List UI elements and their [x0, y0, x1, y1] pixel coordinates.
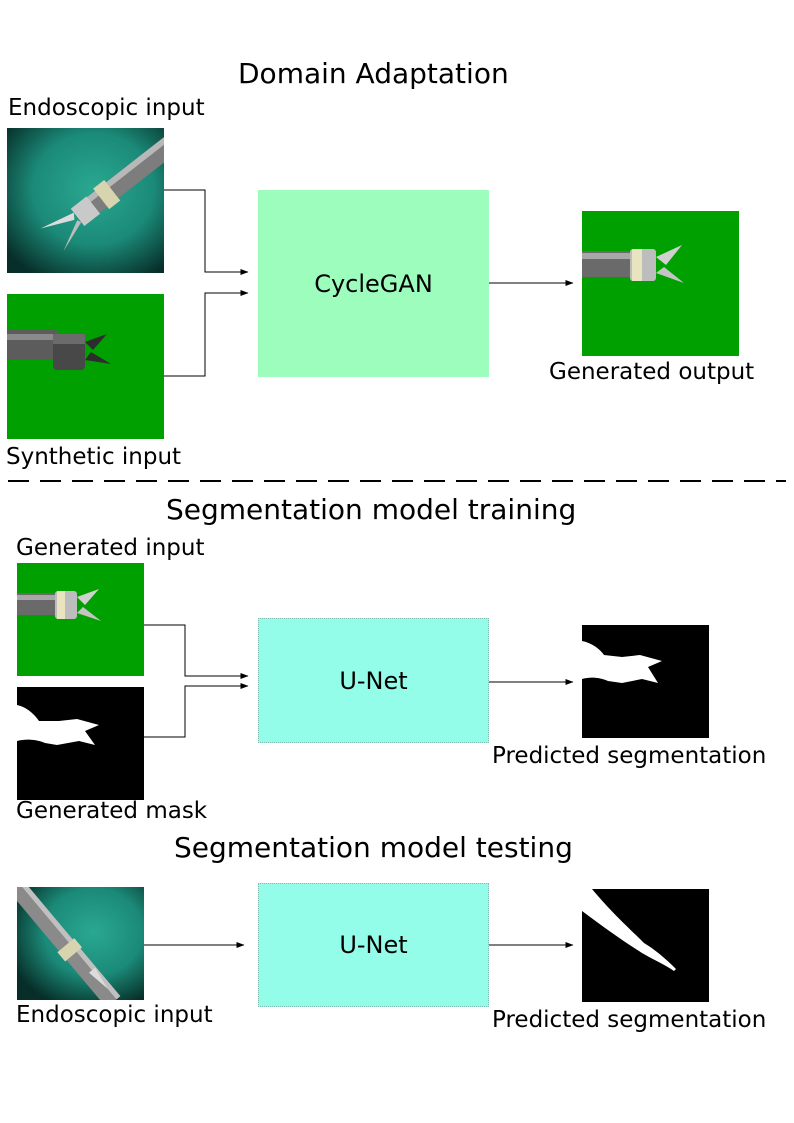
generated-input-label: Generated input [16, 535, 205, 561]
endoscopic-test-input-image [17, 887, 144, 1000]
generated-output-image [582, 211, 739, 356]
synthetic-input-image [7, 294, 164, 439]
generated-mask-image [17, 687, 144, 800]
arrow-generated-input-to-unet [144, 624, 249, 679]
predicted-segmentation-testing-label: Predicted segmentation [492, 1007, 767, 1033]
arrow-synthetic-to-cyclegan [164, 290, 249, 377]
training-title: Segmentation model training [166, 493, 577, 526]
endoscopic-input-image [7, 128, 164, 273]
endoscopic-test-input-label: Endoscopic input [16, 1002, 213, 1028]
generated-input-image [17, 563, 144, 676]
unet-box-training: U-Net [258, 618, 489, 743]
unet-box-testing: U-Net [258, 883, 489, 1007]
domain-adaptation-title: Domain Adaptation [238, 57, 509, 90]
arrow-mask-to-unet [144, 683, 249, 738]
generated-mask-label: Generated mask [16, 798, 208, 824]
synthetic-input-label: Synthetic input [6, 444, 182, 470]
predicted-segmentation-training-image [582, 625, 709, 738]
generated-output-label: Generated output [549, 359, 755, 385]
arrow-endoscopic-to-cyclegan [164, 189, 249, 275]
endoscopic-input-label: Endoscopic input [8, 95, 205, 121]
testing-title: Segmentation model testing [174, 831, 573, 864]
cyclegan-box: CycleGAN [258, 190, 489, 377]
predicted-segmentation-testing-image [582, 889, 709, 1002]
predicted-segmentation-training-label: Predicted segmentation [492, 743, 767, 769]
